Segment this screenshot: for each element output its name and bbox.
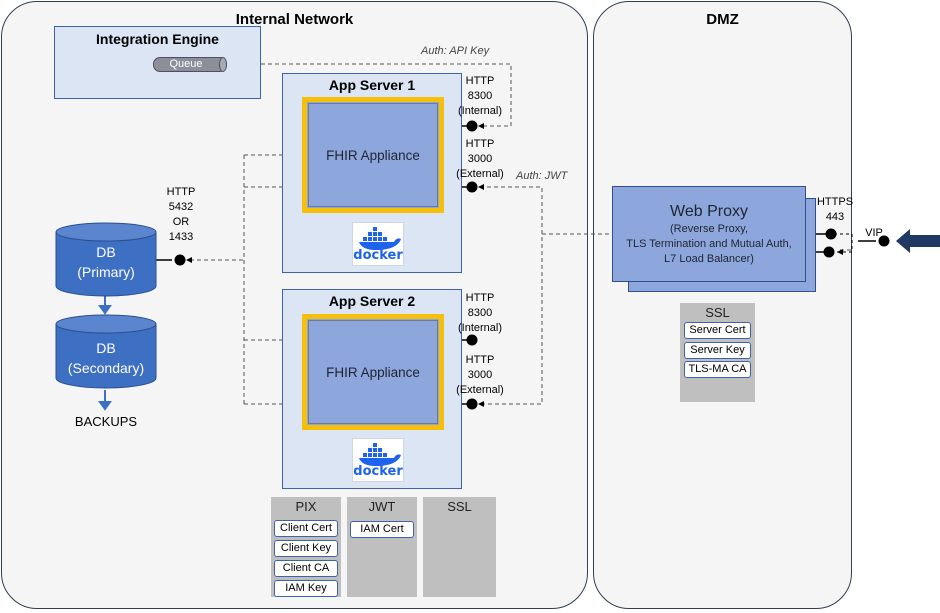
queue-label: Queue <box>169 58 203 70</box>
db-secondary-label: DB(Secondary) <box>67 340 145 376</box>
docker-label: docker <box>353 248 403 263</box>
jwt-panel: JWT <box>347 497 417 597</box>
pix-item: Client Cert <box>274 520 338 537</box>
fhir-appliance-2-label: FHIR Appliance <box>326 364 420 380</box>
dmz-ssl-panel-title: SSL <box>705 305 730 320</box>
dmz-title: DMZ <box>706 11 739 28</box>
pix-item: Client CA <box>274 560 338 577</box>
web-proxy-lines: (Reverse Proxy,TLS Termination and Mutua… <box>626 223 792 265</box>
app-server-2-title: App Server 2 <box>328 293 416 309</box>
docker-label: docker <box>353 464 403 479</box>
queue-icon: Queue <box>153 57 227 72</box>
auth-api-key-label: Auth: API Key <box>421 45 490 57</box>
dmz-ssl-item: Server Cert <box>684 322 751 339</box>
db-primary-cylinder <box>55 222 157 297</box>
fhir-appliance-2: FHIR Appliance <box>302 314 444 430</box>
ssl-panel-title: SSL <box>447 499 472 514</box>
pix-panel-title: PIX <box>295 499 317 514</box>
pix-item: Client Key <box>274 540 338 557</box>
web-proxy-title: Web Proxy <box>670 203 748 220</box>
dmz-ssl-item: TLS-MA CA <box>684 361 751 378</box>
backups-label: BACKUPS <box>74 414 138 429</box>
docker-icon: docker <box>352 438 404 482</box>
docker-icon: docker <box>352 222 404 266</box>
db-secondary-cylinder <box>55 314 157 389</box>
ssl-panel: SSL <box>423 497 496 597</box>
fhir-appliance-1: FHIR Appliance <box>302 97 444 213</box>
jwt-panel-title: JWT <box>368 499 396 514</box>
pix-item: IAM Key <box>274 580 338 597</box>
dmz-ssl-item: Server Key <box>684 342 751 359</box>
vip-label: VIP <box>865 227 883 239</box>
fhir-appliance-1-label: FHIR Appliance <box>326 147 420 163</box>
internal-network-title: Internal Network <box>235 11 354 28</box>
jwt-item: IAM Cert <box>350 521 414 538</box>
app-server-1-title: App Server 1 <box>328 77 416 93</box>
integration-engine-title: Integration Engine <box>96 31 219 47</box>
auth-jwt-label: Auth: JWT <box>516 170 568 182</box>
dmz-zone: DMZ <box>593 1 852 609</box>
db-primary-label: DB(Primary) <box>77 244 135 280</box>
web-proxy: Web Proxy (Reverse Proxy,TLS Termination… <box>612 186 806 282</box>
